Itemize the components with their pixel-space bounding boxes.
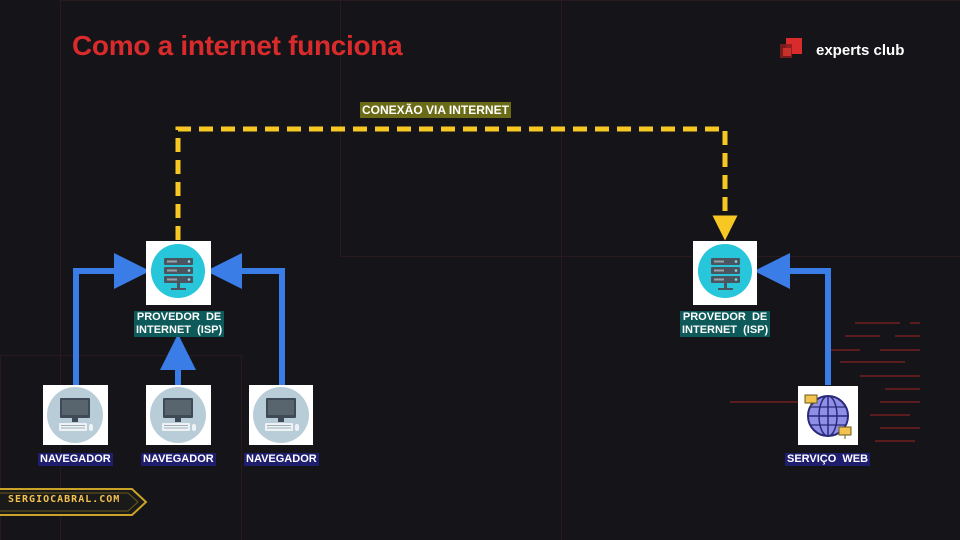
background-frame — [60, 0, 562, 540]
server-icon — [151, 244, 205, 298]
computer-icon — [253, 387, 309, 443]
background-frame — [0, 355, 242, 540]
page-title: Como a internet funciona — [72, 30, 403, 61]
computer-icon — [47, 387, 103, 443]
browser-2-label: NAVEGADOR — [141, 453, 216, 466]
arrow-browser-3-to-isp — [206, 253, 285, 385]
globe-network-icon — [804, 394, 852, 439]
browser-1-node — [43, 385, 108, 445]
server-icon — [698, 244, 752, 298]
web-service-label: SERVIÇO WEB — [785, 453, 871, 466]
browser-1-label: NAVEGADOR — [38, 453, 113, 466]
brand-name: experts club — [816, 41, 905, 59]
isp-right-node — [693, 241, 757, 305]
isp-left-node — [146, 241, 211, 305]
web-service-node — [798, 386, 858, 445]
computer-icon — [150, 387, 206, 443]
experts-club-logo-icon — [780, 38, 802, 58]
arrow-webservice-to-isp — [754, 253, 831, 385]
browser-3-label: NAVEGADOR — [244, 453, 319, 466]
arrow-browser-1-to-isp — [73, 253, 150, 385]
isp-right-label: PROVEDOR DE INTERNET (ISP) — [680, 311, 771, 337]
footer-badge — [0, 488, 148, 516]
footer-text: SERGIOCABRAL.COM — [8, 494, 121, 505]
connection-label: CONEXÃO VIA INTERNET — [360, 102, 511, 118]
internet-connection-line — [175, 126, 738, 241]
isp-left-label: PROVEDOR DE INTERNET (ISP) — [134, 311, 225, 337]
browser-3-node — [249, 385, 313, 445]
browser-2-node — [146, 385, 211, 445]
brand: experts club — [780, 38, 904, 62]
